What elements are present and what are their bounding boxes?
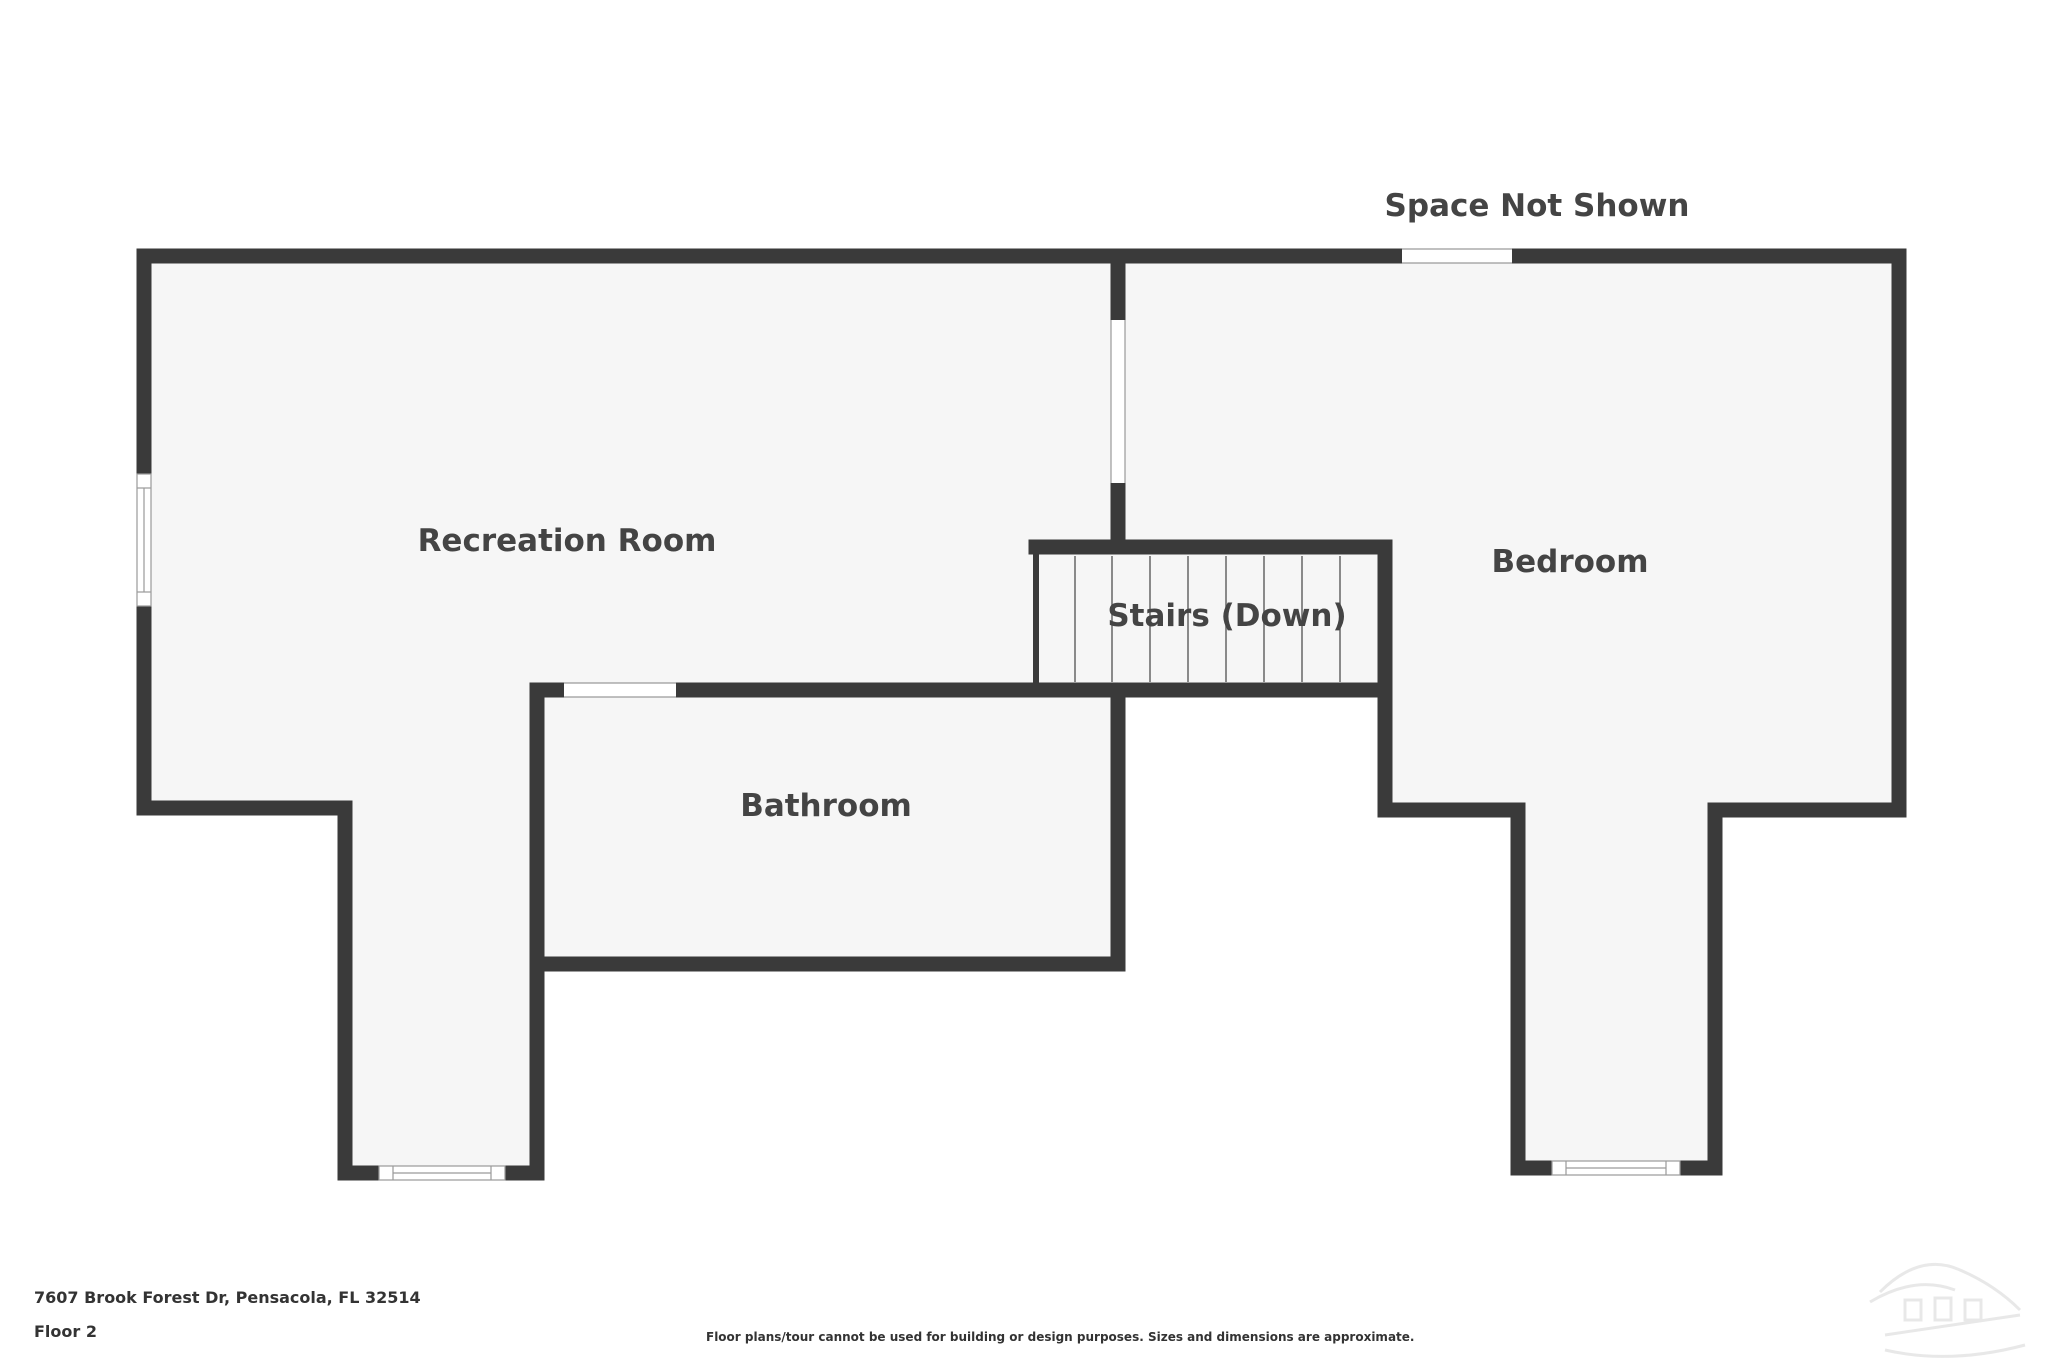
stairs-label: Stairs (Down) [1107, 598, 1346, 634]
bathroom-wall [529, 682, 1126, 972]
property-address: 7607 Brook Forest Dr, Pensacola, FL 3251… [34, 1288, 421, 1307]
stairs-wall [1028, 539, 1393, 698]
bedroom-floor [1118, 256, 1899, 1168]
bedroom-label: Bedroom [1491, 544, 1648, 580]
recreation-room-label: Recreation Room [418, 523, 717, 559]
stairs-floor [1036, 547, 1385, 682]
opening-top-bedroom [1402, 249, 1512, 263]
opening-outlines [136, 248, 1512, 698]
recreation-room-floor [144, 256, 1118, 1173]
pensacola-mls-watermark-logo [1869, 1262, 2026, 1358]
opening-bathroom-top [564, 683, 676, 697]
space-not-shown-label: Space Not Shown [1385, 188, 1690, 224]
floor-label: Floor 2 [34, 1322, 97, 1341]
stair-treads [1074, 556, 1341, 682]
exterior-wall-left [136, 248, 1907, 1181]
window-recreation-bottom [378, 1165, 506, 1181]
bathroom-floor [537, 690, 1118, 964]
window-bedroom-bottom [1551, 1160, 1681, 1176]
disclaimer-text: Floor plans/tour cannot be used for buil… [706, 1330, 1415, 1344]
opening-divider [1111, 320, 1125, 483]
bathroom-label: Bathroom [740, 788, 912, 824]
